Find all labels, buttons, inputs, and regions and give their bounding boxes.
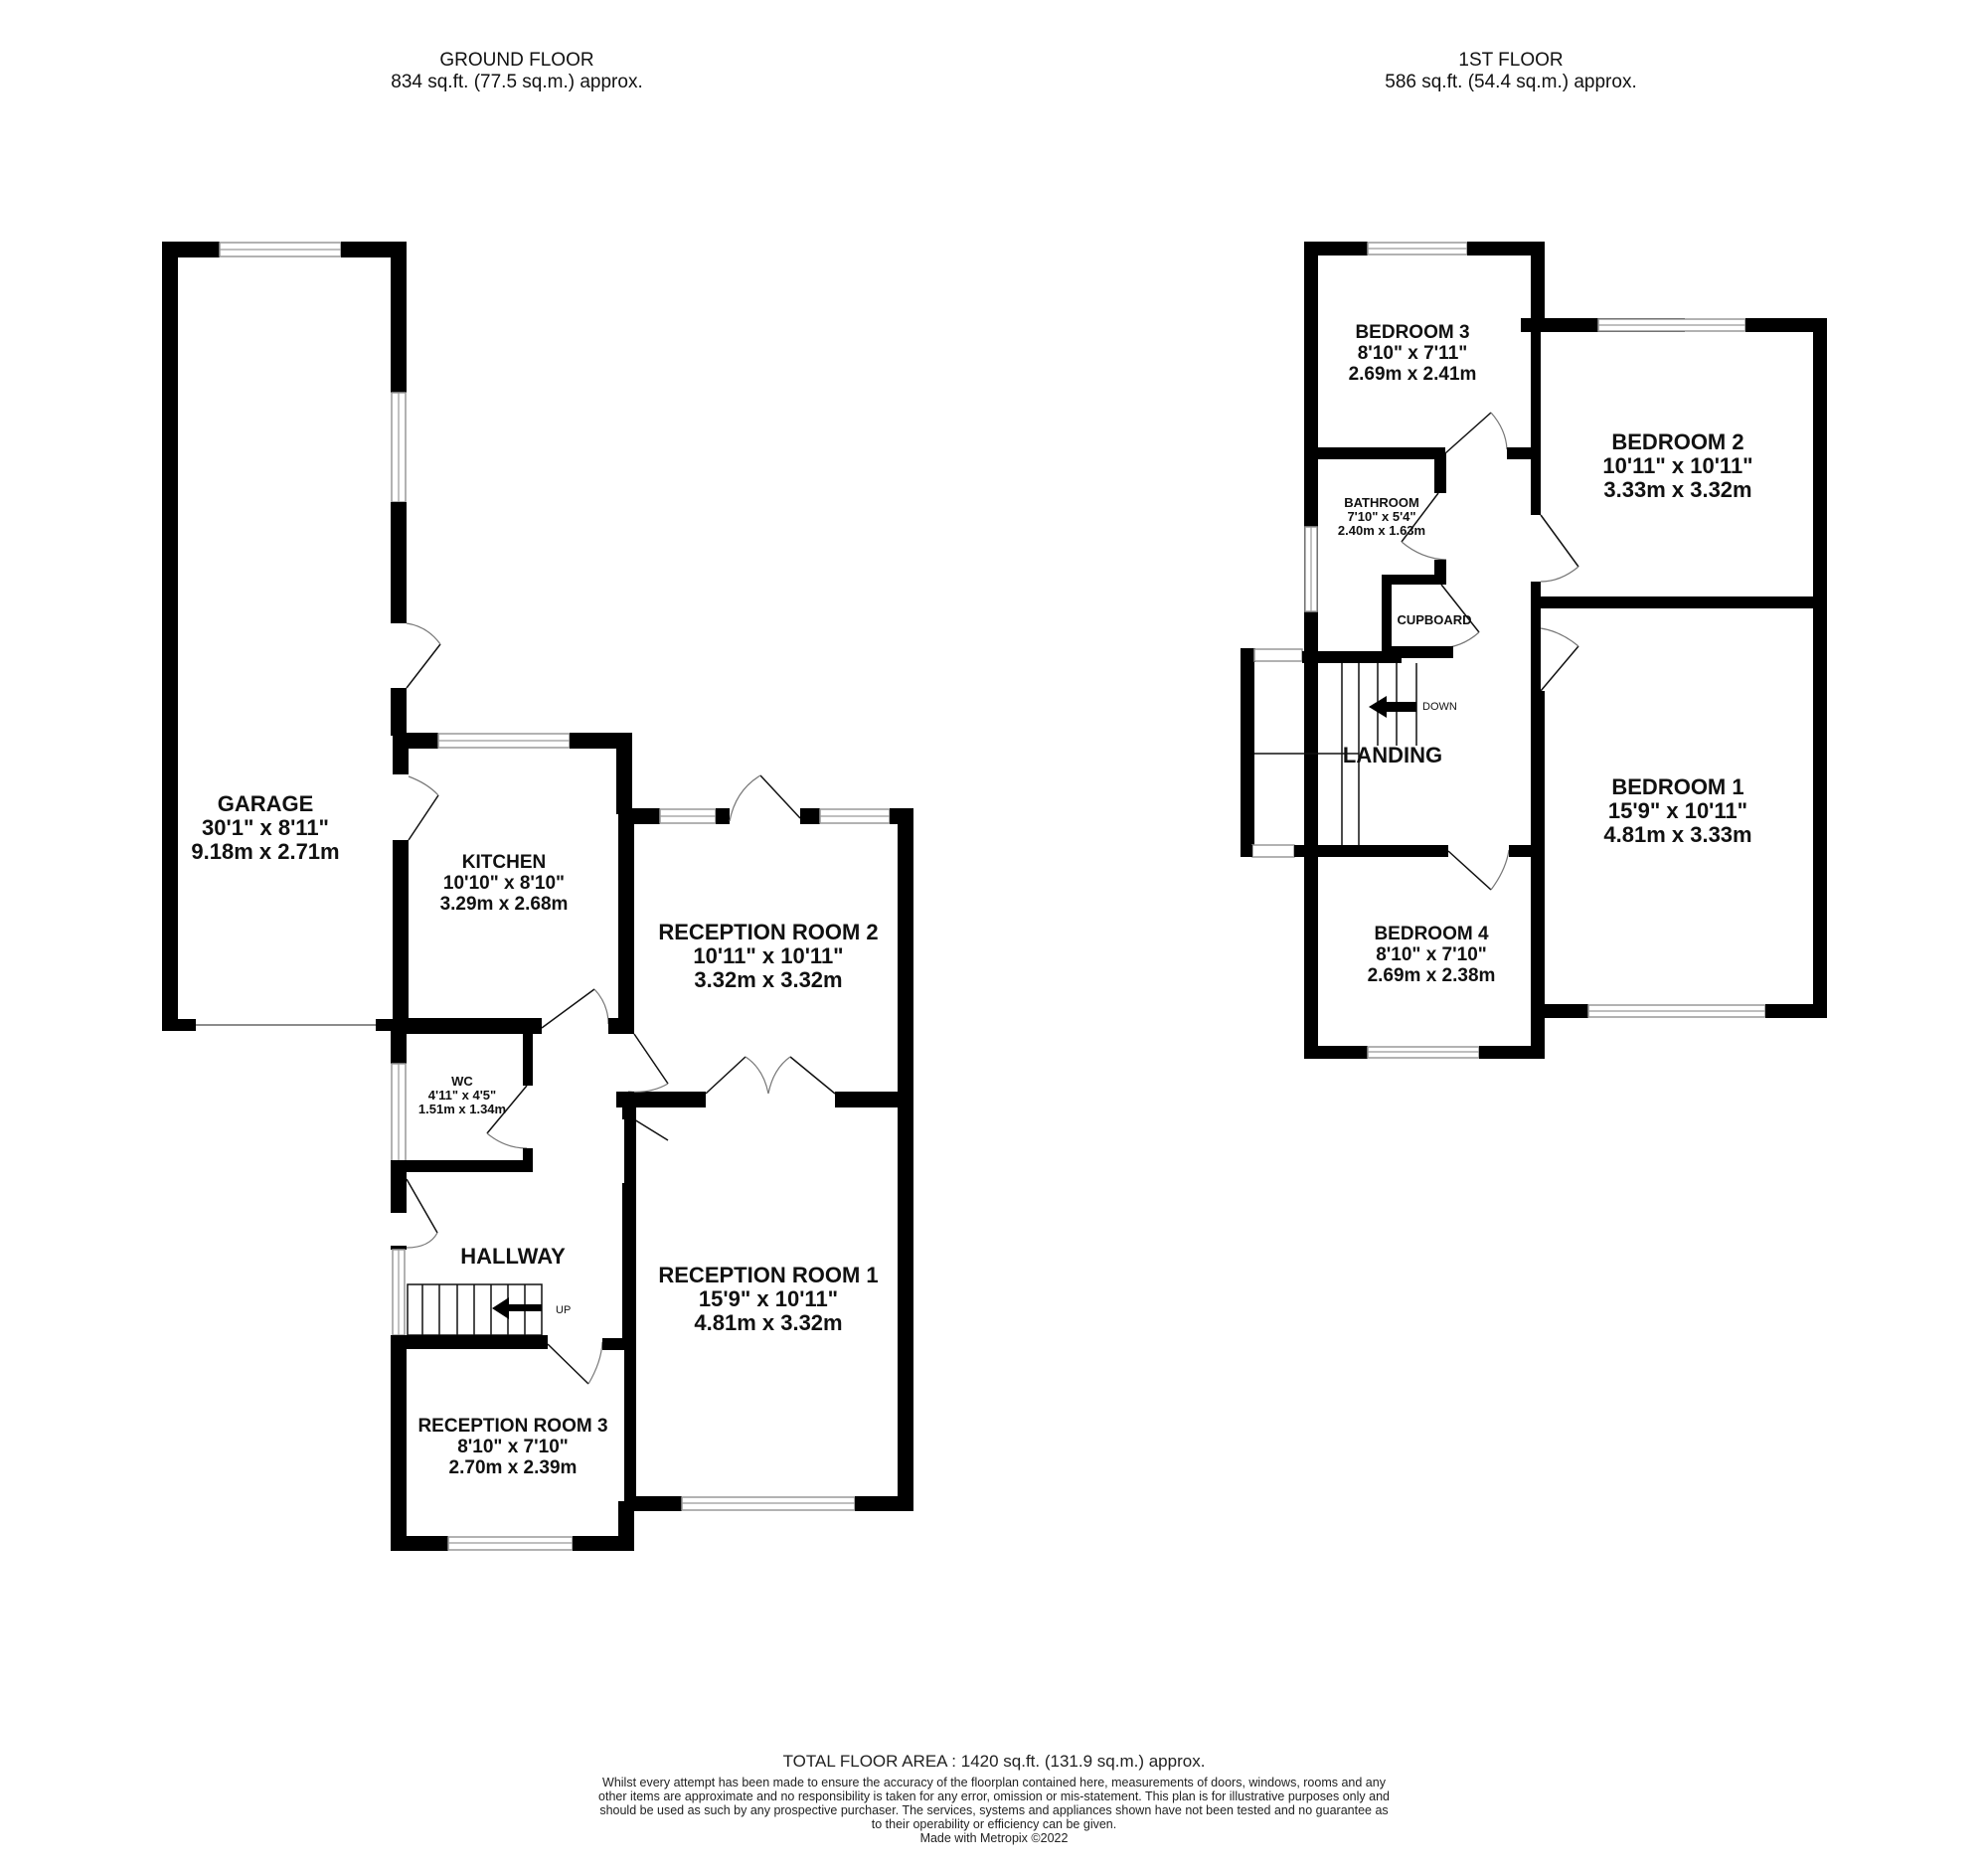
room-metric: 9.18m x 2.71m — [191, 839, 340, 864]
room-metric: 2.70m x 2.39m — [448, 1457, 578, 1478]
room-metric: 1.51m x 1.34m — [417, 1102, 507, 1116]
ground-floor-plan — [162, 242, 913, 1551]
room-name: RECEPTION ROOM 3 — [417, 1416, 608, 1437]
room-label-cupboard: CUPBOARD — [1397, 613, 1471, 627]
room-name: RECEPTION ROOM 1 — [658, 1263, 879, 1287]
room-metric: 4.81m x 3.32m — [694, 1310, 843, 1335]
room-metric: 2.69m x 2.38m — [1367, 965, 1496, 986]
room-metric: 2.40m x 1.63m — [1337, 523, 1426, 538]
room-label-garage: GARAGE 30'1" x 8'11" 9.18m x 2.71m — [191, 792, 339, 864]
room-name: BEDROOM 2 — [1611, 429, 1744, 454]
room-name: BEDROOM 4 — [1374, 924, 1489, 944]
room-label-landing: LANDING — [1343, 744, 1442, 767]
ground-floor-header: GROUND FLOOR 834 sq.ft. (77.5 sq.m.) app… — [318, 50, 716, 93]
ground-floor-area: 834 sq.ft. (77.5 sq.m.) approx. — [391, 72, 643, 92]
room-imperial: 4'11" x 4'5" — [427, 1088, 497, 1103]
room-label-bathroom: BATHROOM 7'10" x 5'4" 2.40m x 1.63m — [1338, 496, 1425, 538]
room-imperial: 8'10" x 7'10" — [1376, 944, 1487, 965]
room-label-bedroom-1: BEDROOM 1 15'9" x 10'11" 4.81m x 3.33m — [1603, 775, 1751, 847]
room-label-bedroom-2: BEDROOM 2 10'11" x 10'11" 3.33m x 3.32m — [1602, 430, 1752, 502]
room-name: BEDROOM 3 — [1355, 322, 1470, 343]
stairs-up-label: UP — [556, 1304, 572, 1316]
room-name: WC — [451, 1074, 473, 1089]
room-name: CUPBOARD — [1397, 612, 1472, 627]
room-metric: 2.69m x 2.41m — [1348, 364, 1477, 385]
room-imperial: 10'10" x 8'10" — [442, 873, 566, 894]
room-name: KITCHEN — [461, 852, 547, 873]
room-label-hallway: HALLWAY — [460, 1245, 566, 1269]
footer: TOTAL FLOOR AREA : 1420 sq.ft. (131.9 sq… — [596, 1752, 1392, 1845]
room-label-bedroom-4: BEDROOM 4 8'10" x 7'10" 2.69m x 2.38m — [1368, 924, 1496, 986]
room-metric: 3.32m x 3.32m — [694, 967, 843, 992]
room-label-reception-room-3: RECEPTION ROOM 3 8'10" x 7'10" 2.70m x 2… — [417, 1416, 607, 1478]
room-name: BEDROOM 1 — [1611, 774, 1744, 799]
total-floor-area: TOTAL FLOOR AREA : 1420 sq.ft. (131.9 sq… — [782, 1752, 1206, 1771]
room-imperial: 15'9" x 10'11" — [1607, 798, 1748, 823]
room-imperial: 7'10" x 5'4" — [1347, 509, 1416, 524]
room-label-reception-room-2: RECEPTION ROOM 2 10'11" x 10'11" 3.32m x… — [658, 921, 878, 992]
room-name: GARAGE — [217, 791, 314, 816]
room-name: LANDING — [1342, 743, 1443, 767]
room-name: HALLWAY — [460, 1244, 566, 1269]
room-metric: 4.81m x 3.33m — [1603, 822, 1752, 847]
room-imperial: 30'1" x 8'11" — [202, 815, 329, 840]
room-imperial: 8'10" x 7'11" — [1357, 343, 1468, 364]
room-name: RECEPTION ROOM 2 — [658, 920, 879, 944]
credit: Made with Metropix ©2022 — [919, 1831, 1069, 1845]
room-imperial: 8'10" x 7'10" — [457, 1437, 569, 1457]
room-imperial: 15'9" x 10'11" — [698, 1286, 839, 1311]
room-name: BATHROOM — [1344, 495, 1419, 510]
first-floor-area: 586 sq.ft. (54.4 sq.m.) approx. — [1385, 72, 1637, 92]
room-metric: 3.33m x 3.32m — [1603, 477, 1752, 502]
first-floor-header: 1ST FLOOR 586 sq.ft. (54.4 sq.m.) approx… — [1312, 50, 1710, 93]
room-imperial: 10'11" x 10'11" — [693, 943, 844, 968]
first-floor-title: 1ST FLOOR — [1458, 50, 1564, 71]
stairs-down-label: DOWN — [1422, 701, 1457, 713]
disclaimer: Whilst every attempt has been made to en… — [598, 1776, 1390, 1831]
room-metric: 3.29m x 2.68m — [439, 894, 569, 915]
first-floor-plan — [1241, 242, 1827, 1059]
room-label-reception-room-1: RECEPTION ROOM 1 15'9" x 10'11" 4.81m x … — [658, 1264, 878, 1335]
room-label-bedroom-3: BEDROOM 3 8'10" x 7'11" 2.69m x 2.41m — [1349, 322, 1477, 385]
room-imperial: 10'11" x 10'11" — [1602, 453, 1753, 478]
ground-floor-title: GROUND FLOOR — [439, 50, 594, 71]
room-label-wc: WC 4'11" x 4'5" 1.51m x 1.34m — [418, 1075, 506, 1116]
room-label-kitchen: KITCHEN 10'10" x 8'10" 3.29m x 2.68m — [440, 852, 569, 915]
